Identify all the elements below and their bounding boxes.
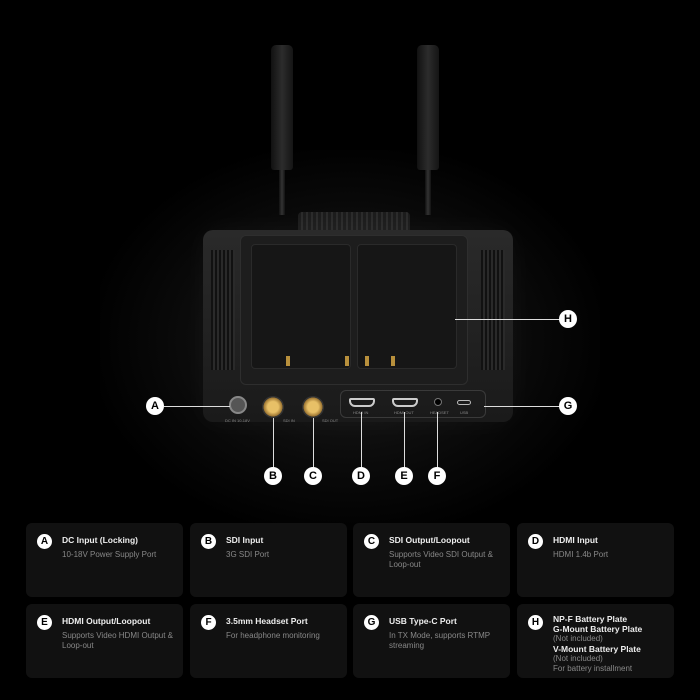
card-desc: 3G SDI Port xyxy=(226,549,270,559)
card-line: NP-F Battery Plate xyxy=(553,614,628,624)
left-antenna xyxy=(271,45,293,170)
port-panel: HDMI IN HDMI OUT HEADSET USB xyxy=(340,390,486,418)
badge-b: B xyxy=(201,534,216,549)
battery-pin xyxy=(345,356,349,366)
callout-line-g xyxy=(484,406,560,407)
port-label: USB xyxy=(460,410,469,415)
card-usb-c: G USB Type-C Port In TX Mode, supports RT… xyxy=(353,604,510,678)
badge-f: F xyxy=(201,615,216,630)
right-antenna-stem xyxy=(425,170,431,215)
callout-b: B xyxy=(264,467,282,485)
left-vent xyxy=(211,250,235,370)
right-antenna xyxy=(417,45,439,170)
callout-line-h xyxy=(455,319,560,320)
left-antenna-stem xyxy=(279,170,285,215)
callout-h: H xyxy=(559,310,577,328)
callout-line-a xyxy=(164,406,230,407)
sdi-out-port xyxy=(302,396,324,418)
card-title: HDMI Input xyxy=(553,535,598,545)
card-title: DC Input (Locking) xyxy=(62,535,139,545)
hdmi-out-port xyxy=(392,398,418,407)
badge-e: E xyxy=(37,615,52,630)
callout-a: A xyxy=(146,397,164,415)
card-battery-plate: H NP-F Battery Plate G-Mount Battery Pla… xyxy=(517,604,674,678)
badge-c: C xyxy=(364,534,379,549)
card-desc: In TX Mode, supports RTMP streaming xyxy=(389,630,490,650)
callout-line-d xyxy=(361,412,362,468)
battery-slot-right xyxy=(357,244,457,369)
card-title: SDI Output/Loopout xyxy=(389,535,470,545)
device-body: DC IN 10-18V SDI IN SDI OUT HDMI IN HDMI… xyxy=(203,230,513,423)
card-desc: 10-18V Power Supply Port xyxy=(62,549,157,559)
card-desc: For headphone monitoring xyxy=(226,630,320,640)
battery-pin xyxy=(391,356,395,366)
callout-line-f xyxy=(437,412,438,468)
card-line: G-Mount Battery Plate xyxy=(553,624,643,634)
port-label: HDMI OUT xyxy=(394,410,414,415)
callout-e: E xyxy=(395,467,413,485)
callout-c: C xyxy=(304,467,322,485)
badge-d: D xyxy=(528,534,543,549)
card-line: (Not included) xyxy=(553,654,603,663)
port-label: HEADSET xyxy=(430,410,449,415)
callout-f: F xyxy=(428,467,446,485)
port-label: HDMI IN xyxy=(353,410,369,415)
port-label: DC IN 10-18V xyxy=(225,418,250,423)
card-title: USB Type-C Port xyxy=(389,616,457,626)
badge-h: H xyxy=(528,615,543,630)
card-line: (Not included) xyxy=(553,634,603,643)
battery-plate xyxy=(240,235,468,385)
callout-g: G xyxy=(559,397,577,415)
card-desc: HDMI 1.4b Port xyxy=(553,549,609,559)
card-line: For battery installment xyxy=(553,664,633,673)
battery-slot-left xyxy=(251,244,351,369)
card-title: SDI Input xyxy=(226,535,264,545)
card-desc: Supports Video HDMI Output & Loop-out xyxy=(62,630,174,650)
card-title: HDMI Output/Loopout xyxy=(62,616,151,626)
card-title: 3.5mm Headset Port xyxy=(226,616,308,626)
battery-pin xyxy=(286,356,290,366)
usb-c-port xyxy=(457,400,471,405)
dc-input-port xyxy=(229,396,247,414)
badge-g: G xyxy=(364,615,379,630)
heatsink xyxy=(298,212,410,234)
right-vent xyxy=(481,250,505,370)
headset-port xyxy=(434,398,442,406)
callout-line-c xyxy=(313,418,314,468)
battery-pin xyxy=(365,356,369,366)
card-sdi-input: B SDI Input 3G SDI Port xyxy=(190,523,347,597)
port-label: SDI IN xyxy=(283,418,295,423)
card-desc: Supports Video SDI Output & Loop-out xyxy=(389,549,493,569)
port-label: SDI OUT xyxy=(322,418,339,423)
sdi-in-port xyxy=(262,396,284,418)
hdmi-in-port xyxy=(349,398,375,407)
card-line: V-Mount Battery Plate xyxy=(553,644,641,654)
callout-line-e xyxy=(404,412,405,468)
badge-a: A xyxy=(37,534,52,549)
card-dc-input: A DC Input (Locking) 10-18V Power Supply … xyxy=(26,523,183,597)
callout-line-b xyxy=(273,418,274,468)
callout-d: D xyxy=(352,467,370,485)
